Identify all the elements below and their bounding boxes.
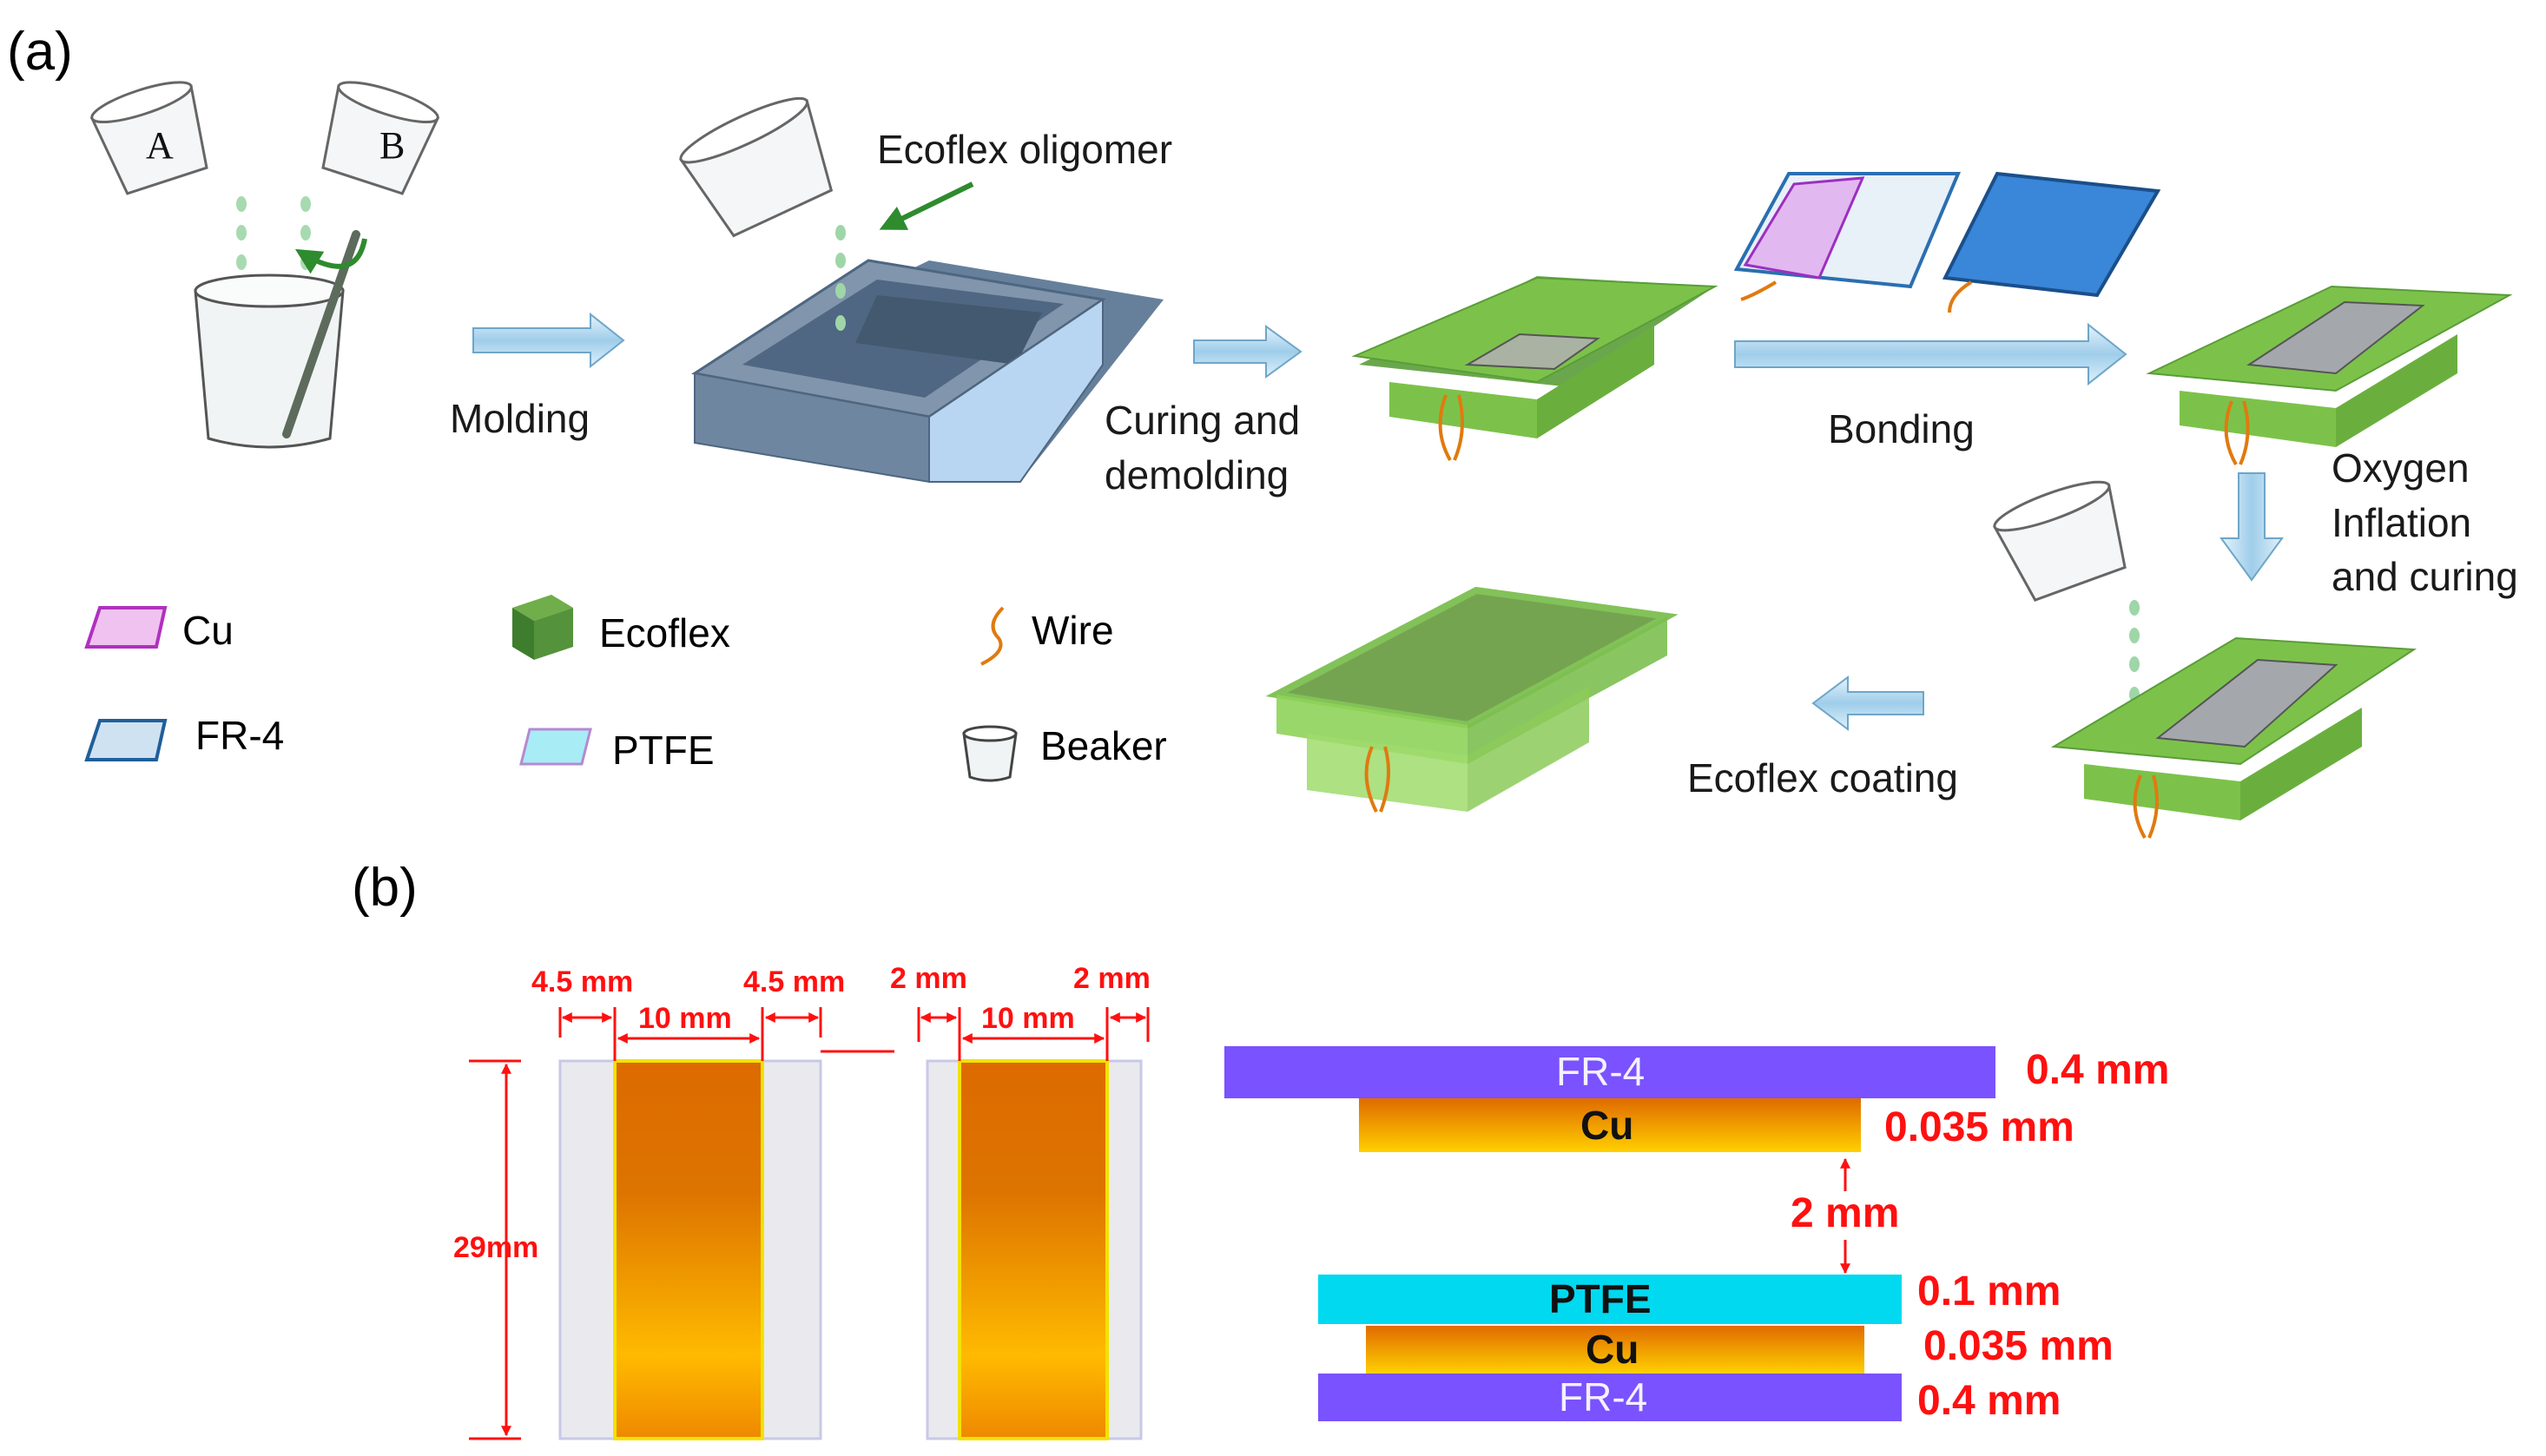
legend-fr4-label: FR-4 <box>195 713 284 758</box>
beaker-a-label: A <box>146 124 174 167</box>
coating-arrow <box>1811 675 1924 731</box>
legend-ptfe-label: PTFE <box>612 728 715 773</box>
top-fr4-layer <box>1224 1046 1995 1098</box>
final-coated-device <box>1265 586 1679 813</box>
dim-height: 29mm <box>453 1231 538 1264</box>
oxygen-arrow <box>2220 472 2284 582</box>
bonding-arrow <box>1734 322 2127 386</box>
panel-b-label: (b) <box>352 858 418 918</box>
legend: Cu FR-4 Ecoflex PTFE Wire Beaker <box>84 595 1167 782</box>
oxygen-label-line2: Inflation <box>2332 500 2471 545</box>
molding-arrow <box>472 312 625 369</box>
ecoflex-coating-label: Ecoflex coating <box>1687 755 1958 800</box>
layer-stack <box>1224 1046 1995 1421</box>
oxygen-label-line3: and curing <box>2332 554 2518 599</box>
molding-label: Molding <box>450 396 590 441</box>
dim-wide-width: 10 mm <box>981 1002 1075 1035</box>
top-cu-label: Cu <box>1580 1103 1633 1148</box>
bonding-label: Bonding <box>1828 406 1975 451</box>
bottom-fr4-thickness: 0.4 mm <box>1917 1378 2061 1424</box>
top-cu-thickness: 0.035 mm <box>1884 1104 2074 1150</box>
dim-wide-margin-right: 2 mm <box>1073 962 1151 995</box>
electrode-topview-wide <box>917 1007 1150 1440</box>
bottom-cu-layer <box>1366 1326 1864 1374</box>
mold-illustration <box>679 96 1164 484</box>
legend-beaker-label: Beaker <box>1040 723 1167 768</box>
dim-narrow-width: 10 mm <box>638 1002 732 1035</box>
legend-wire-icon <box>980 606 1005 666</box>
legend-ecoflex-swatch <box>512 595 573 660</box>
legend-beaker-icon <box>962 725 1018 782</box>
oxygen-label-line1: Oxygen <box>2332 445 2470 491</box>
ptfe-label: PTFE <box>1549 1276 1652 1321</box>
bottom-fr4-label: FR-4 <box>1559 1374 1647 1420</box>
bonded-device <box>2146 285 2513 465</box>
cured-ecoflex-device-1 <box>1351 276 1718 461</box>
dim-narrow-margin-right: 4.5 mm <box>743 965 845 998</box>
beaker-b-label: B <box>379 124 405 167</box>
bottom-fr4-layer <box>1318 1374 1902 1421</box>
bottom-cu-thickness: 0.035 mm <box>1923 1323 2114 1369</box>
curing-label-line1: Curing and <box>1105 398 1300 443</box>
legend-cu-label: Cu <box>182 608 234 653</box>
gap-thickness: 2 mm <box>1791 1190 1899 1236</box>
top-cu-layer <box>1359 1098 1861 1152</box>
electrode-pieces-illustration <box>1733 171 2161 313</box>
dim-narrow-margin-left: 4.5 mm <box>531 965 633 998</box>
dim-wide-margin-left: 2 mm <box>890 962 967 995</box>
coating-device <box>1992 480 2417 839</box>
ecoflex-oligomer-label: Ecoflex oligomer <box>877 127 1172 172</box>
electrode-topview-narrow <box>469 1007 894 1440</box>
bottom-cu-label: Cu <box>1586 1327 1639 1372</box>
pouring-beakers-illustration: A B <box>89 81 440 449</box>
legend-ecoflex-label: Ecoflex <box>599 610 730 656</box>
legend-ptfe-swatch <box>519 728 592 766</box>
curing-label-line2: demolding <box>1105 452 1289 497</box>
ptfe-layer <box>1318 1275 1902 1324</box>
legend-cu-swatch <box>84 606 168 649</box>
legend-wire-label: Wire <box>1032 608 1114 653</box>
top-fr4-thickness: 0.4 mm <box>2026 1047 2169 1093</box>
curing-arrow <box>1193 325 1303 379</box>
panel-a-label: (a) <box>7 22 73 82</box>
top-fr4-label: FR-4 <box>1556 1049 1645 1094</box>
legend-fr4-swatch <box>84 719 168 761</box>
ptfe-thickness: 0.1 mm <box>1917 1268 2061 1314</box>
